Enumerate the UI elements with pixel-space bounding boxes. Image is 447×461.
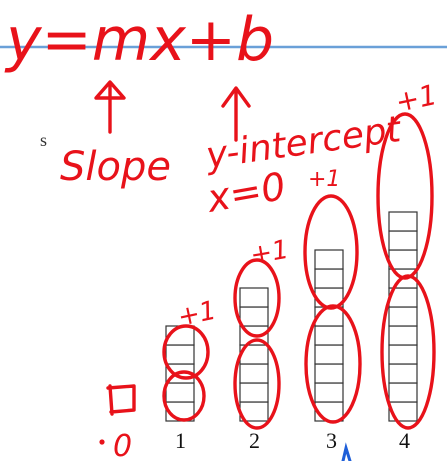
y-intercept-label: y-intercept (203, 109, 405, 177)
drawn-square (106, 384, 136, 416)
plus-one-top: +1 (308, 167, 340, 192)
tower-square (388, 363, 418, 384)
tower-square (314, 344, 344, 365)
tower-square (388, 211, 418, 232)
figure-number-2: 2 (249, 428, 260, 453)
tower-figure-4 (388, 211, 418, 422)
circle-fig3-bottom (304, 304, 362, 424)
tower-square (314, 268, 344, 289)
tower-square (314, 363, 344, 384)
tower-figure-2 (239, 287, 269, 422)
figure-number-4: 4 (399, 428, 410, 453)
tower-square (239, 287, 269, 308)
tower-square (388, 325, 418, 346)
zero-dot (99, 439, 105, 445)
tower-square (239, 382, 269, 403)
handwritten-annotations: y=mx+b Slope y-intercept x=0 +1 +1 +1 +1… (4, 5, 440, 461)
circle-fig2-bottom (233, 338, 281, 430)
tower-square (314, 249, 344, 270)
zero-label: 0 (113, 429, 132, 461)
tower-square (314, 325, 344, 346)
tower-square (314, 382, 344, 403)
figure-numbers: 1 2 3 4 (175, 428, 410, 453)
stray-letter: s (40, 130, 47, 150)
plus-one-corner: +1 (393, 78, 440, 119)
blue-ink-mark (341, 442, 352, 461)
tower-square (165, 382, 195, 403)
circle-fig1-top (162, 324, 210, 380)
tower-figure-3 (314, 249, 344, 422)
tower-square (388, 306, 418, 327)
tower-square (388, 249, 418, 270)
slope-label: Slope (60, 144, 171, 190)
intercept-arrow (221, 86, 251, 142)
square-towers (165, 211, 418, 422)
tower-square (388, 344, 418, 365)
circle-fig2-top (233, 258, 281, 338)
slope-arrow (94, 80, 126, 134)
equation-handwritten: y=mx+b (4, 5, 274, 75)
tower-square (239, 306, 269, 327)
figure-number-3: 3 (326, 428, 337, 453)
figure-number-1: 1 (175, 428, 186, 453)
circle-fig1-bottom (162, 370, 206, 422)
tower-square (239, 363, 269, 384)
tower-square (165, 344, 195, 365)
tower-square (388, 230, 418, 251)
tower-square (388, 382, 418, 403)
circle-fig3-top (303, 194, 359, 310)
circle-fig4-bottom (380, 274, 436, 430)
